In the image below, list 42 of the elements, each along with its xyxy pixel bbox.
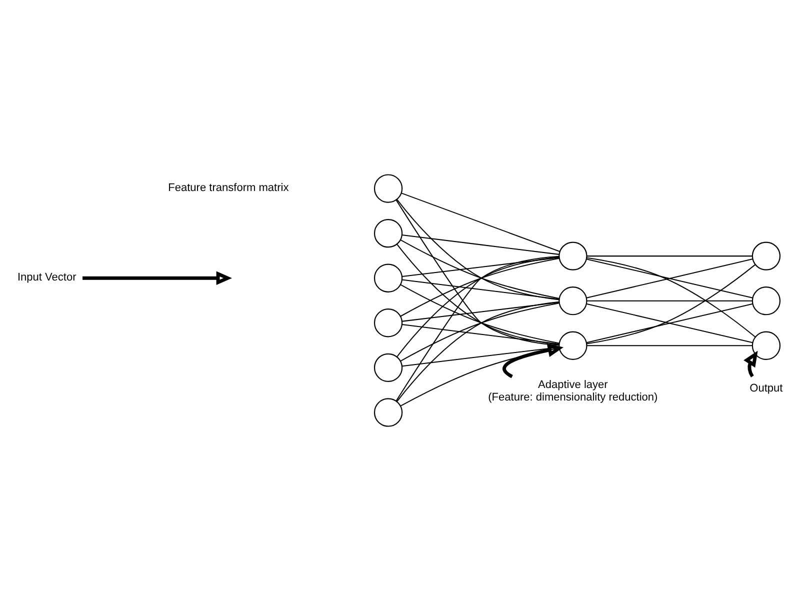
connector — [396, 300, 560, 402]
node-circle — [752, 330, 781, 360]
node-circle — [374, 398, 403, 426]
node-circle — [374, 308, 403, 337]
connector — [396, 198, 560, 300]
node-text: Input Vector — [17, 271, 76, 284]
connector — [402, 324, 560, 344]
connector — [400, 302, 560, 361]
connector — [401, 192, 560, 252]
node-circle — [752, 241, 781, 270]
connector — [402, 256, 560, 277]
connector — [586, 302, 753, 343]
node-circle — [374, 263, 403, 292]
node-circle — [374, 174, 403, 202]
node-circle — [374, 352, 403, 382]
connector — [400, 238, 560, 298]
connector — [400, 284, 560, 344]
arrow — [502, 343, 564, 378]
connector — [396, 256, 560, 356]
connector — [402, 234, 560, 254]
node-circle — [558, 286, 588, 315]
connector — [586, 258, 753, 298]
node-circle — [558, 241, 588, 270]
connector — [586, 264, 756, 344]
connector — [400, 257, 560, 316]
node-text: Output — [750, 382, 783, 394]
connector — [586, 256, 756, 337]
node-circle — [752, 286, 781, 315]
arrow — [744, 350, 758, 377]
connector — [402, 301, 560, 322]
connector — [396, 243, 560, 345]
connector — [396, 255, 560, 401]
connector — [396, 199, 560, 346]
connector — [586, 255, 752, 256]
connector — [402, 278, 560, 300]
label: Feature transform matrix — [168, 182, 289, 194]
node-circle — [374, 218, 403, 248]
arrow — [82, 270, 232, 284]
node-text: Adaptive layer (Feature: dimensionality reduction) — [488, 378, 658, 404]
connector — [586, 300, 752, 301]
connector — [586, 344, 752, 346]
node-circle — [558, 330, 588, 360]
